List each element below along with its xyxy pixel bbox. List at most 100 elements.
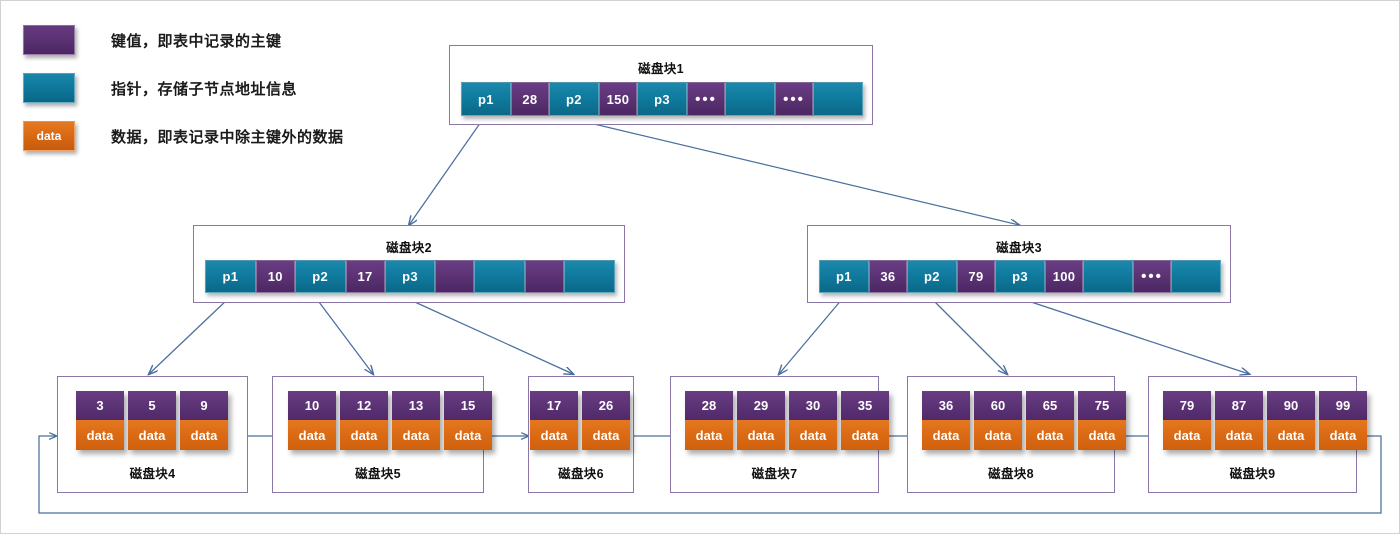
cell-pointer-9[interactable]: [1171, 260, 1221, 293]
cell-key-4[interactable]: 150: [598, 82, 638, 116]
cell-pointer-1[interactable]: p1: [205, 260, 256, 293]
record-key: 79: [1163, 391, 1211, 420]
cell-key-6[interactable]: 100: [1044, 260, 1084, 293]
cell-key-4[interactable]: 79: [956, 260, 996, 293]
record-key: 90: [1267, 391, 1315, 420]
record-key: 17: [530, 391, 578, 420]
cell-pointer-3[interactable]: p2: [907, 260, 957, 293]
cell-pointer-9[interactable]: [564, 260, 615, 293]
cell-pointer-5[interactable]: p3: [384, 260, 436, 293]
edge-block1-p1-to-block2: [409, 118, 484, 225]
node-block4-title: 磁盘块4: [129, 467, 176, 481]
cell-pointer-3[interactable]: p2: [294, 260, 346, 293]
cell-pointer-7[interactable]: [1083, 260, 1133, 293]
legend-label-pointer: 指针，存储子节点地址信息: [111, 80, 298, 98]
legend: 键值，即表中记录的主键 指针，存储子节点地址信息 data 数据，即表记录中除主…: [23, 23, 344, 167]
cell-key-2[interactable]: 36: [868, 260, 908, 293]
cell-key-6[interactable]: [435, 260, 475, 293]
legend-label-data: 数据，即表记录中除主键外的数据: [111, 128, 344, 146]
record-data: data: [582, 420, 630, 450]
record-key: 65: [1026, 391, 1074, 420]
cell-pointer-5[interactable]: p3: [995, 260, 1045, 293]
cell-key-2[interactable]: 28: [510, 82, 550, 116]
node-block9-title: 磁盘块9: [1229, 467, 1276, 481]
record-data: data: [1267, 420, 1315, 450]
cell-key-2[interactable]: 10: [255, 260, 295, 293]
edge-block3-p1-to-block7: [779, 297, 844, 374]
edge-block1-p2-to-block3: [572, 118, 1019, 225]
cell-pointer-3[interactable]: p2: [549, 82, 599, 116]
record-data: data: [392, 420, 440, 450]
record-key: 87: [1215, 391, 1263, 420]
record-data: data: [1078, 420, 1126, 450]
record-key: 75: [1078, 391, 1126, 420]
record-key: 9: [180, 391, 228, 420]
cell-pointer-7[interactable]: [474, 260, 526, 293]
cell-key-6[interactable]: •••: [686, 82, 726, 116]
record-data: data: [737, 420, 785, 450]
record-key: 26: [582, 391, 630, 420]
record-data: data: [1163, 420, 1211, 450]
record-key: 3: [76, 391, 124, 420]
cell-pointer-5[interactable]: p3: [637, 82, 687, 116]
edge-block3-p3-to-block9: [1018, 297, 1249, 374]
record-key: 60: [974, 391, 1022, 420]
cell-key-8[interactable]: [525, 260, 565, 293]
legend-swatch-data: data: [23, 121, 75, 151]
cell-pointer-1[interactable]: p1: [461, 82, 511, 116]
record-data: data: [685, 420, 733, 450]
cell-key-8[interactable]: •••: [774, 82, 814, 116]
record-key: 36: [922, 391, 970, 420]
ellipsis-icon: •••: [695, 90, 717, 108]
record-data: data: [841, 420, 889, 450]
cell-key-8[interactable]: •••: [1132, 260, 1172, 293]
record-key: 35: [841, 391, 889, 420]
record-data: data: [1319, 420, 1367, 450]
record-data: data: [288, 420, 336, 450]
legend-swatch-pointer: [23, 73, 75, 103]
cell-key-4[interactable]: 17: [345, 260, 385, 293]
cell-pointer-7[interactable]: [725, 82, 775, 116]
record-data: data: [1215, 420, 1263, 450]
node-block5-title: 磁盘块5: [355, 467, 401, 481]
edge-block2-p3-to-block6: [405, 297, 573, 374]
edge-block2-p2-to-block5: [315, 297, 373, 374]
cell-pointer-1[interactable]: p1: [819, 260, 869, 293]
legend-item-data: data 数据，即表记录中除主键外的数据: [23, 119, 344, 153]
cell-pointer-9[interactable]: [813, 82, 863, 116]
